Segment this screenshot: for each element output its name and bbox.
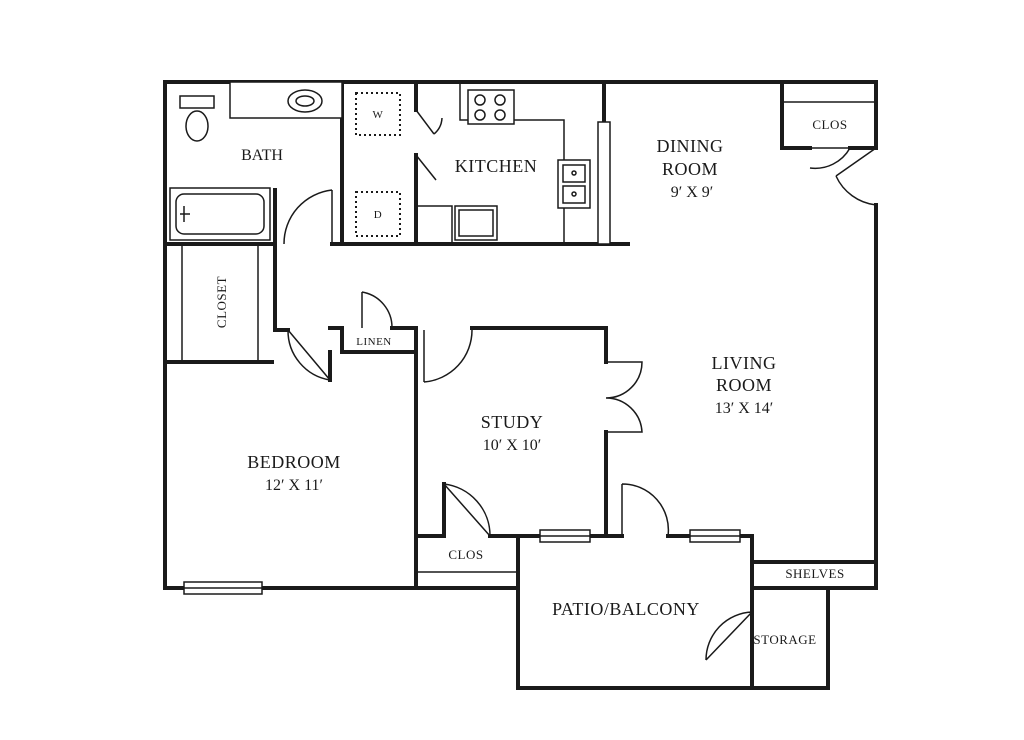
label-patio: PATIO/BALCONY — [552, 599, 700, 619]
label-dining-1: DINING — [657, 136, 724, 156]
refrigerator-icon — [454, 205, 498, 241]
label-bedroom: BEDROOM — [247, 452, 341, 472]
label-clos-study: CLOS — [448, 547, 483, 562]
dryer-icon — [355, 191, 401, 237]
label-living-1: LIVING — [712, 353, 777, 373]
door-closet-top — [809, 147, 852, 170]
sink-icon — [287, 89, 323, 113]
label-linen: LINEN — [356, 336, 392, 348]
doors — [283, 109, 877, 661]
door-bath — [283, 189, 333, 245]
label-dining-size: 9′ X 9′ — [671, 184, 714, 201]
label-kitchen: KITCHEN — [455, 156, 538, 176]
label-dryer: D — [374, 209, 382, 221]
door-storage — [705, 611, 753, 661]
vanity-counter — [229, 81, 343, 119]
label-living-2: ROOM — [716, 375, 772, 395]
door-study — [423, 329, 473, 383]
label-study: STUDY — [481, 412, 544, 432]
door-study-closet — [443, 483, 491, 537]
toilet-tank-icon — [179, 95, 215, 109]
label-study-size: 10′ X 10′ — [483, 437, 542, 454]
laundry — [355, 92, 401, 237]
breakfast-bar — [597, 121, 611, 245]
bathtub-icon — [169, 187, 271, 241]
door-bedroom — [287, 329, 331, 381]
toilet-bowl-icon — [185, 110, 209, 142]
washer-icon — [355, 92, 401, 136]
label-closet: CLOSET — [214, 276, 229, 328]
label-living-size: 13′ X 14′ — [715, 400, 774, 417]
door-entry — [835, 147, 877, 206]
stove-icon — [467, 89, 515, 125]
door-study-double — [605, 361, 643, 433]
label-bedroom-size: 12′ X 11′ — [265, 477, 323, 494]
label-dining-2: ROOM — [662, 159, 718, 179]
door-kitchen — [415, 109, 443, 135]
label-clos-top: CLOS — [812, 117, 847, 132]
label-washer: W — [373, 109, 384, 121]
closet-rods — [181, 101, 876, 589]
bath-fixtures — [169, 81, 343, 241]
windows — [183, 529, 741, 595]
door-linen — [361, 291, 393, 329]
label-storage: STORAGE — [753, 632, 816, 647]
label-shelves: SHELVES — [785, 566, 844, 581]
label-bath: BATH — [241, 147, 283, 164]
room-labels: BATH KITCHEN W D DINING ROOM 9′ X 9′ CLO… — [214, 109, 847, 647]
kitchen-fixtures — [415, 82, 611, 245]
door-patio — [621, 483, 670, 537]
